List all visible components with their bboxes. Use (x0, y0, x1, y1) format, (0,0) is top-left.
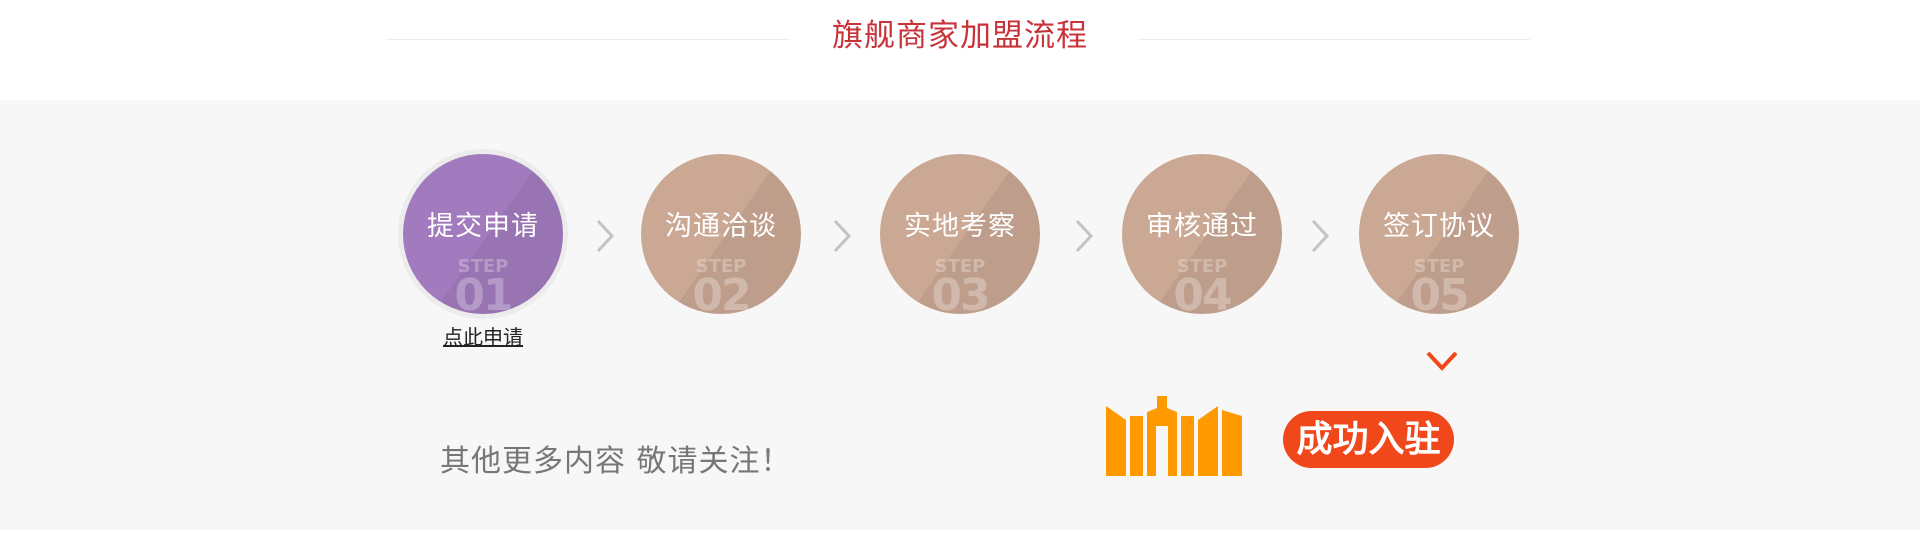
more-info-text: 其他更多内容 敬请关注！ (440, 444, 792, 479)
header-bar: 旗舰商家加盟流程 (0, 0, 1920, 100)
step-number: 03 (931, 270, 990, 315)
step-label: 沟通洽谈 (665, 211, 777, 242)
step-shade (880, 154, 1040, 314)
step-number: 04 (1173, 270, 1232, 315)
step-word: STEP (457, 256, 509, 277)
step-word: STEP (934, 256, 986, 277)
step-number: 05 (1410, 270, 1469, 315)
title-divider-left (386, 39, 790, 40)
step-word: STEP (1176, 256, 1228, 277)
step-shade (1122, 154, 1282, 314)
step-label: 实地考察 (904, 211, 1016, 242)
step-shade (403, 154, 563, 314)
chevron-down-icon (1426, 351, 1458, 371)
step-word: STEP (1413, 256, 1465, 277)
step-circle-2[interactable]: 沟通洽谈 STEP 02 (641, 154, 801, 314)
page-title: 旗舰商家加盟流程 (832, 18, 1088, 54)
chevron-right-icon (833, 219, 852, 253)
chevron-right-icon (596, 219, 615, 253)
chevron-right-icon (1075, 219, 1094, 253)
step-label: 签订协议 (1383, 211, 1495, 242)
step-circle-4[interactable]: 审核通过 STEP 04 (1122, 154, 1282, 314)
step-circle-1[interactable]: 提交申请 STEP 01 (403, 154, 563, 314)
step-number: 01 (454, 270, 513, 315)
chevron-right-icon (1311, 219, 1330, 253)
step-label: 审核通过 (1146, 211, 1258, 242)
step-shade (1359, 154, 1519, 314)
step-shade (641, 154, 801, 314)
title-divider-right (1138, 39, 1530, 40)
step-label: 提交申请 (427, 211, 539, 242)
step-number: 02 (692, 270, 751, 315)
step-word: STEP (695, 256, 747, 277)
step-circle-3[interactable]: 实地考察 STEP 03 (880, 154, 1040, 314)
step-circle-5[interactable]: 签订协议 STEP 05 (1359, 154, 1519, 314)
apply-link[interactable]: 点此申请 (443, 325, 523, 349)
building-icon (1106, 396, 1242, 476)
success-badge[interactable]: 成功入驻 (1283, 411, 1454, 468)
